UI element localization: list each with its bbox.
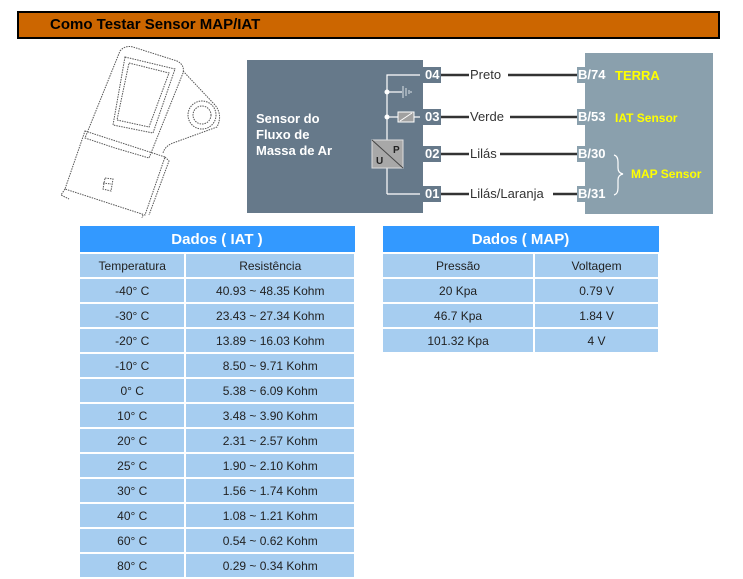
- title-bar: Como Testar Sensor MAP/IAT: [17, 11, 720, 39]
- table-cell-key: 101.32 Kpa: [380, 327, 536, 354]
- junction-dot: [384, 89, 390, 95]
- sensor-pin-03: 03: [423, 109, 442, 125]
- table-cell-key: 25° C: [77, 452, 187, 479]
- wiring-diagram: P U: [371, 73, 624, 196]
- table-cell-value: 8.50 ~ 9.71 Kohm: [184, 352, 356, 379]
- iat-data-table: Dados ( IAT ) Temperatura Resistência -4…: [77, 225, 356, 579]
- junction-dot: [384, 114, 390, 120]
- table-cell-value: 2.31 ~ 2.57 Kohm: [184, 427, 356, 454]
- ecu-pin-b31: B/31: [577, 186, 607, 202]
- table-cell-key: 20° C: [77, 427, 187, 454]
- junction-dots: [384, 89, 390, 120]
- table-cell-value: 4 V: [533, 327, 660, 354]
- transducer-letter-u: U: [376, 156, 383, 167]
- module-label-line: Fluxo de: [256, 127, 310, 142]
- column-header-resistencia: Resistência: [184, 252, 356, 279]
- sensor-pin-02: 02: [423, 146, 442, 162]
- resistor-icon: [397, 111, 415, 123]
- transducer-icon: P U: [371, 139, 404, 169]
- brace-icon: [613, 154, 624, 196]
- table-cell-value: 1.90 ~ 2.10 Kohm: [184, 452, 356, 479]
- table-cell-value: 3.48 ~ 3.90 Kohm: [184, 402, 356, 429]
- table-cell-value: 13.89 ~ 16.03 Kohm: [184, 327, 356, 354]
- table-cell-value: 1.56 ~ 1.74 Kohm: [184, 477, 356, 504]
- table-cell-key: -30° C: [77, 302, 187, 329]
- table-cell-key: 10° C: [77, 402, 187, 429]
- column-header-temperatura: Temperatura: [77, 252, 187, 279]
- column-header-voltagem: Voltagem: [533, 252, 660, 279]
- map-sensor-drawing-icon: [60, 46, 221, 218]
- ecu-function-iat: IAT Sensor: [615, 111, 678, 125]
- table-cell-key: -10° C: [77, 352, 187, 379]
- wire-color-label: Verde: [469, 109, 505, 125]
- table-cell-value: 1.08 ~ 1.21 Kohm: [184, 502, 356, 529]
- table-cell-key: 0° C: [77, 377, 187, 404]
- sensor-pin-04: 04: [423, 67, 442, 83]
- table-cell-value: 0.79 V: [533, 277, 660, 304]
- module-label: Sensor do Fluxo de Massa de Ar: [256, 111, 332, 159]
- table-cell-key: -20° C: [77, 327, 187, 354]
- ecu-function-map: MAP Sensor: [631, 167, 702, 181]
- map-table-title: Dados ( MAP): [381, 225, 660, 254]
- page-title: Como Testar Sensor MAP/IAT: [50, 16, 261, 33]
- table-cell-key: 30° C: [77, 477, 187, 504]
- wire-color-label: Lilás/Laranja: [469, 186, 545, 202]
- wire-color-label: Lilás: [469, 146, 498, 162]
- module-label-line: Massa de Ar: [256, 143, 333, 158]
- table-cell-value: 5.38 ~ 6.09 Kohm: [184, 377, 356, 404]
- transducer-letter-p: P: [393, 145, 400, 156]
- module-label-line: Sensor do: [256, 111, 320, 126]
- table-cell-value: 0.54 ~ 0.62 Kohm: [184, 527, 356, 554]
- table-cell-key: 80° C: [77, 552, 187, 579]
- table-cell-value: 0.29 ~ 0.34 Kohm: [184, 552, 356, 579]
- table-cell-value: 40.93 ~ 48.35 Kohm: [184, 277, 356, 304]
- table-cell-key: 46.7 Kpa: [380, 302, 536, 329]
- ecu-pin-b74: B/74: [577, 67, 607, 83]
- wire-color-label: Preto: [469, 67, 503, 83]
- ecu-pin-b30: B/30: [577, 146, 607, 162]
- table-cell-key: 60° C: [77, 527, 187, 554]
- sensor-pin-01: 01: [423, 186, 442, 202]
- ecu-pin-b53: B/53: [577, 109, 607, 125]
- ground-icon: [402, 86, 412, 98]
- iat-table-title: Dados ( IAT ): [78, 225, 356, 254]
- table-cell-key: 40° C: [77, 502, 187, 529]
- ecu-function-terra: TERRA: [615, 68, 660, 83]
- table-cell-key: 20 Kpa: [380, 277, 536, 304]
- sensor-module-box: [247, 60, 423, 213]
- table-cell-key: -40° C: [77, 277, 187, 304]
- table-cell-value: 23.43 ~ 27.34 Kohm: [184, 302, 356, 329]
- table-cell-value: 1.84 V: [533, 302, 660, 329]
- column-header-pressao: Pressão: [380, 252, 536, 279]
